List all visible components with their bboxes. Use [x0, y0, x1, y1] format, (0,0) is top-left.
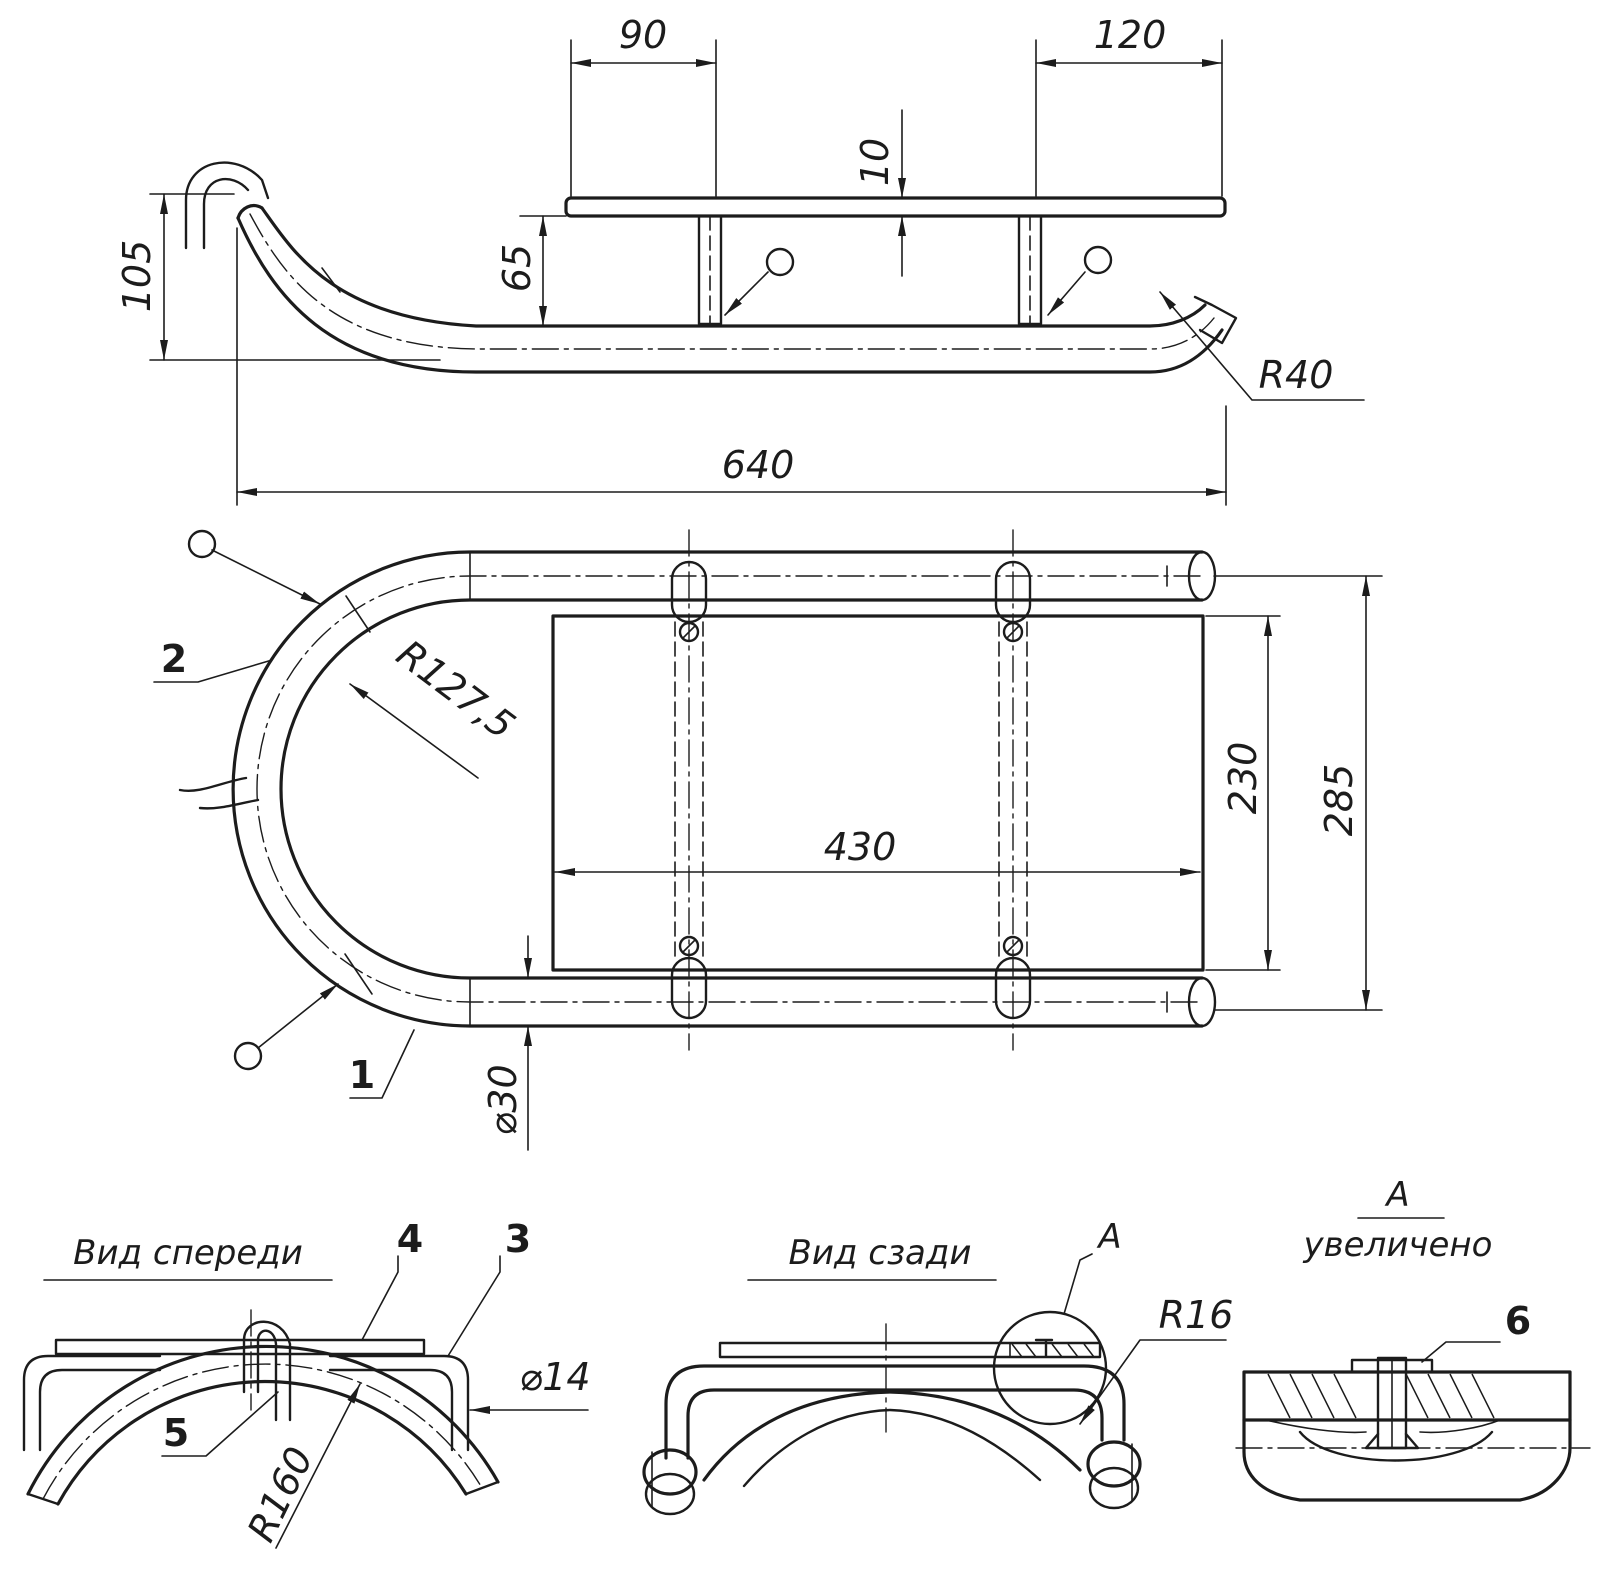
support-frame-right — [328, 1354, 470, 1452]
weld-leader-4 — [233, 983, 339, 1071]
dim-r40-label: R40 — [1259, 353, 1334, 397]
detail-a-marker: А — [992, 1217, 1122, 1426]
hook-loop-front — [242, 1320, 292, 1422]
part-1-callout: 1 — [349, 1029, 415, 1099]
part-1-label: 1 — [349, 1053, 375, 1097]
front-view: Вид спереди 5 4 3 — [22, 1217, 591, 1549]
part-3-label: 3 — [505, 1217, 531, 1261]
dim-rod-diameter: ⌀14 — [469, 1355, 591, 1414]
dim-seat-length: 430 — [554, 825, 1201, 876]
dim-tail-radius: R40 — [1159, 291, 1365, 401]
dim-tube-diameter: ⌀30 — [481, 935, 532, 1151]
seat-board-side — [564, 196, 1227, 218]
seat-board-top — [551, 614, 1205, 972]
dim-overall-length: 640 — [236, 227, 1227, 506]
dim-seat-offset-right: 120 — [1035, 13, 1223, 197]
detail-rivet — [1350, 1356, 1434, 1450]
weld-leader-3 — [187, 529, 321, 605]
top-view: 2 1 R127,5 230 285 430 — [153, 529, 1383, 1151]
dim-overall-width: 285 — [1213, 575, 1383, 1011]
runner-tube-side — [236, 204, 1238, 374]
dim-seat-height: 65 — [495, 215, 567, 327]
runner-end-left — [642, 1448, 698, 1516]
detail-hatching — [1265, 1373, 1501, 1434]
detail-a-title: А — [1384, 1175, 1409, 1215]
rear-view: Вид сзади А — [642, 1217, 1234, 1516]
detail-a-marker-label: А — [1096, 1217, 1121, 1257]
dim-r160-label: R160 — [239, 1440, 322, 1548]
seat-board-rear — [718, 1341, 1102, 1359]
dim-bow-radius: R160 — [239, 1383, 361, 1549]
crossbar-front-top — [670, 529, 708, 1051]
part-6-callout: 6 — [1421, 1299, 1531, 1363]
dim-seat-thickness: 10 — [853, 109, 906, 277]
part-6-label: 6 — [1505, 1299, 1531, 1343]
part-4-callout: 4 — [361, 1217, 423, 1341]
frame-tube-top — [231, 550, 1217, 1028]
dim-90-label: 90 — [619, 13, 667, 57]
side-view: 90 120 10 65 105 — [115, 13, 1365, 506]
dim-front-radius: R127,5 — [349, 631, 523, 779]
weld-leader-1 — [724, 247, 795, 316]
dim-r16-label: R16 — [1159, 1293, 1234, 1337]
part-5-label: 5 — [163, 1411, 189, 1455]
dim-65-label: 65 — [495, 244, 539, 292]
dim-430-label: 430 — [824, 825, 897, 869]
support-frame-left — [22, 1354, 162, 1452]
dim-front-height: 105 — [115, 193, 441, 361]
part-3-callout: 3 — [447, 1217, 531, 1357]
dim-105-label: 105 — [115, 240, 159, 313]
seat-post-rear-side — [1017, 214, 1043, 326]
detail-a-subtitle: увеличено — [1303, 1225, 1493, 1265]
rope-top — [178, 776, 260, 810]
runner-end-right — [1086, 1440, 1142, 1510]
part-2-callout: 2 — [153, 637, 273, 683]
dim-seat-offset-left: 90 — [570, 13, 717, 197]
dim-r127-label: R127,5 — [389, 631, 523, 748]
part-5-callout: 5 — [161, 1391, 279, 1457]
dim-d30-label: ⌀30 — [481, 1064, 525, 1135]
dim-285-label: 285 — [1317, 764, 1361, 837]
rear-view-caption: Вид сзади — [789, 1233, 972, 1273]
detail-runner-tube — [1242, 1418, 1572, 1502]
detail-a: А увеличено 6 — [1235, 1175, 1591, 1502]
dim-640-label: 640 — [722, 443, 795, 487]
dim-seat-width: 230 — [1205, 615, 1281, 971]
dim-230-label: 230 — [1221, 742, 1265, 815]
crossbar-rear-top — [994, 529, 1032, 1051]
dim-120-label: 120 — [1094, 13, 1167, 57]
front-view-caption: Вид спереди — [73, 1233, 303, 1273]
weld-leader-2 — [1047, 245, 1113, 316]
dim-bend-radius: R16 — [1079, 1293, 1234, 1425]
rear-frame — [664, 1364, 1126, 1488]
dim-d14-label: ⌀14 — [519, 1355, 590, 1399]
seat-post-front-side — [697, 214, 723, 326]
part-2-label: 2 — [161, 637, 187, 681]
seat-board-front — [54, 1338, 426, 1356]
part-4-label: 4 — [397, 1217, 423, 1261]
dim-10-label: 10 — [853, 138, 897, 186]
